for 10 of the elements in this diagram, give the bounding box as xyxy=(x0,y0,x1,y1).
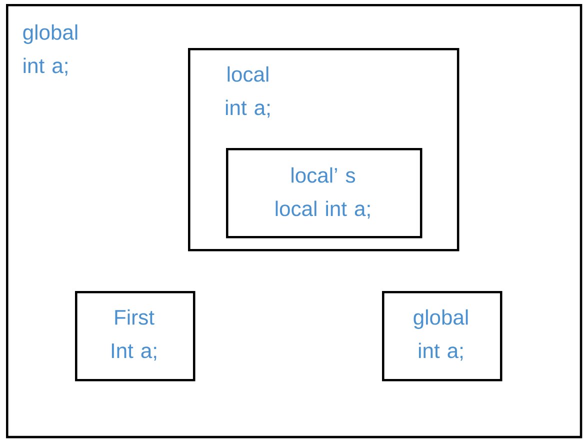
scope-box xyxy=(75,291,196,382)
node-text: global int a; xyxy=(23,24,78,76)
scope-box xyxy=(226,148,422,238)
node-text: local’ s local int a; xyxy=(276,167,370,219)
node-text: local int a; xyxy=(226,66,270,118)
node-text: global int a; xyxy=(414,309,468,361)
outer-box xyxy=(6,4,582,438)
scope-box xyxy=(382,291,502,382)
scope-box xyxy=(188,48,460,252)
node-text: First Int a; xyxy=(112,309,156,361)
